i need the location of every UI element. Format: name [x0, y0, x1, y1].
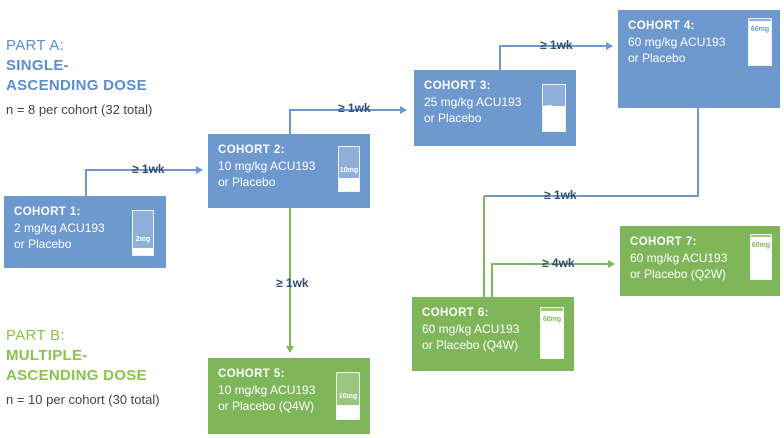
cohort-4-dose: 60 mg/kg ACU193: [628, 35, 726, 49]
vial-fill: [543, 105, 565, 131]
cohort-2-dose: 10 mg/kg ACU193: [218, 159, 316, 173]
vial-fill: [751, 237, 771, 279]
cohort-2-placebo: or Placebo: [218, 175, 276, 189]
vial-icon: 10mg: [338, 146, 360, 192]
vial-fill: [337, 405, 359, 419]
interval-label-c2-c3: ≥ 1wk: [338, 101, 371, 115]
cohort-3-placebo: or Placebo: [424, 111, 482, 125]
part-b-title-line1: MULTIPLE-: [6, 347, 88, 364]
vial-dose-label: 10mg: [338, 393, 358, 400]
cohort-5-box: COHORT 5: 10 mg/kg ACU193 or Placebo (Q4…: [208, 358, 370, 434]
cohort-1-title: COHORT 1:: [14, 206, 81, 218]
cohort-3-box: COHORT 3: 25 mg/kg ACU193 or Placebo 25m…: [414, 70, 576, 146]
cohort-7-title: COHORT 7:: [630, 236, 697, 248]
cohort-6-box: COHORT 6: 60 mg/kg ACU193 or Placebo (Q4…: [412, 297, 574, 371]
vial-icon: 25mg: [542, 84, 566, 132]
cohort-1-box: COHORT 1: 2 mg/kg ACU193 or Placebo 2mg: [4, 196, 166, 268]
vial-fill: [339, 177, 359, 191]
vial-icon: 60mg: [540, 307, 564, 359]
cohort-4-box: COHORT 4: 60 mg/kg ACU193 or Placebo 60m…: [618, 10, 780, 108]
cohort-2-title: COHORT 2:: [218, 144, 285, 156]
vial-icon: 10mg: [336, 372, 360, 420]
cohort-5-title: COHORT 5:: [218, 368, 285, 380]
cohort-5-dose: 10 mg/kg ACU193: [218, 383, 316, 397]
vial-fill: [541, 310, 563, 358]
cohort-6-placebo: or Placebo (Q4W): [422, 338, 519, 352]
vial-dose-label: 2mg: [135, 236, 151, 243]
vial-dose-label: 60mg: [542, 316, 562, 323]
part-b-count: n = 10 per cohort (30 total): [6, 392, 160, 407]
part-b-label: PART B:: [6, 327, 65, 344]
cohort-6-dose: 60 mg/kg ACU193: [422, 322, 520, 336]
vial-icon: 2mg: [132, 210, 154, 256]
vial-dose-label: 25mg: [544, 105, 564, 112]
cohort-5-placebo: or Placebo (Q4W): [218, 399, 315, 413]
part-b-heading: PART B: MULTIPLE- ASCENDING DOSE n = 10 …: [6, 326, 160, 410]
cohort-7-box: COHORT 7: 60 mg/kg ACU193 or Placebo (Q2…: [620, 226, 780, 296]
part-a-label: PART A:: [6, 37, 64, 54]
part-a-heading: PART A: SINGLE- ASCENDING DOSE n = 8 per…: [6, 36, 152, 120]
vial-icon: 60mg: [750, 234, 772, 280]
vial-dose-label: 10mg: [339, 167, 359, 174]
cohort-6-title: COHORT 6:: [422, 307, 489, 319]
vial-icon: 60mg: [748, 18, 772, 66]
cohort-1-dose: 2 mg/kg ACU193: [14, 221, 105, 235]
vial-dose-label: 60mg: [750, 26, 770, 33]
interval-label-c1-c2: ≥ 1wk: [132, 162, 165, 176]
part-a-title-line1: SINGLE-: [6, 57, 69, 74]
cohort-2-box: COHORT 2: 10 mg/kg ACU193 or Placebo 10m…: [208, 134, 370, 208]
cohort-7-placebo: or Placebo (Q2W): [630, 267, 727, 281]
vial-dose-label: 60mg: [751, 242, 771, 249]
interval-label-c4-c6: ≥ 1wk: [544, 188, 577, 202]
interval-label-c2-c5: ≥ 1wk: [276, 276, 309, 290]
cohort-4-title: COHORT 4:: [628, 20, 695, 32]
part-a-count: n = 8 per cohort (32 total): [6, 102, 153, 117]
vial-fill: [749, 21, 771, 65]
cohort-7-dose: 60 mg/kg ACU193: [630, 251, 728, 265]
cohort-3-dose: 25 mg/kg ACU193: [424, 95, 522, 109]
interval-label-c3-c4: ≥ 1wk: [540, 38, 573, 52]
part-b-title-line2: ASCENDING DOSE: [6, 367, 147, 384]
cohort-4-placebo: or Placebo: [628, 51, 686, 65]
cohort-1-placebo: or Placebo: [14, 237, 72, 251]
interval-label-c6-c7: ≥ 4wk: [542, 256, 575, 270]
part-a-title-line2: ASCENDING DOSE: [6, 77, 147, 94]
vial-fill: [133, 248, 153, 255]
cohort-3-title: COHORT 3:: [424, 80, 491, 92]
